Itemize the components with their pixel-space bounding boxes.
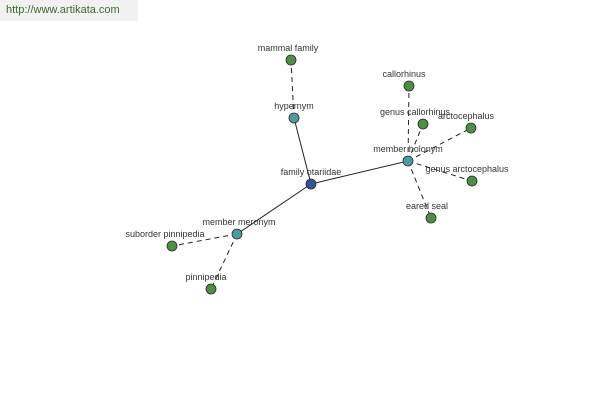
edges-layer: [171, 59, 473, 290]
edge-member-meronym-to-pinnipedia: [210, 233, 238, 290]
nodes-layer: [166, 54, 478, 295]
node-genus-callorhinus[interactable]: [417, 118, 429, 130]
node-callorhinus[interactable]: [403, 80, 415, 92]
node-arctocephalus[interactable]: [465, 122, 477, 134]
node-label-genus-arctocephalus[interactable]: genus arctocephalus: [425, 164, 509, 174]
node-member-meronym[interactable]: [231, 228, 243, 240]
node-mammal-family[interactable]: [285, 54, 297, 66]
node-label-arctocephalus[interactable]: arctocephalus: [438, 111, 495, 121]
node-label-mammal-family[interactable]: mammal family: [258, 43, 319, 53]
node-label-hypernym[interactable]: hypernym: [274, 101, 314, 111]
edge-member-holonym-to-genus-arctocephalus: [407, 160, 473, 182]
edge-family-otariidae-to-member-meronym: [236, 183, 312, 235]
labels-layer: family otariidae hypernym mammal family mem…: [125, 43, 509, 282]
edge-member-holonym-to-eared-seal: [407, 160, 432, 219]
node-label-member-holonym[interactable]: member holonym: [373, 144, 443, 154]
node-genus-arctocephalus[interactable]: [466, 175, 478, 187]
node-suborder-pinnipedia[interactable]: [166, 240, 178, 252]
node-label-genus-callorhinus[interactable]: genus callorhinus: [380, 107, 451, 117]
edge-member-meronym-to-suborder-pinnipedia: [171, 233, 238, 247]
node-label-suborder-pinnipedia[interactable]: suborder pinnipedia: [125, 229, 204, 239]
node-label-pinnipedia[interactable]: pinnipedia: [185, 272, 226, 282]
node-member-holonym[interactable]: [402, 155, 414, 167]
site-url-link[interactable]: http://www.artikata.com: [0, 0, 138, 21]
node-label-family-otariidae[interactable]: family otariidae: [281, 167, 342, 177]
edge-family-otariidae-to-member-holonym: [310, 160, 409, 185]
edge-member-holonym-to-arctocephalus: [407, 127, 472, 162]
edge-family-otariidae-to-hypernym: [293, 117, 312, 185]
node-eared-seal[interactable]: [425, 212, 437, 224]
edge-member-holonym-to-callorhinus: [407, 85, 410, 162]
node-label-member-meronym[interactable]: member meronym: [202, 217, 275, 227]
node-label-callorhinus[interactable]: callorhinus: [382, 69, 426, 79]
node-family-otariidae[interactable]: [305, 178, 317, 190]
node-label-eared-seal[interactable]: eared seal: [406, 201, 448, 211]
edge-member-holonym-to-genus-callorhinus: [407, 123, 424, 162]
node-pinnipedia[interactable]: [205, 283, 217, 295]
node-hypernym[interactable]: [288, 112, 300, 124]
edge-hypernym-to-mammal-family: [290, 59, 295, 119]
